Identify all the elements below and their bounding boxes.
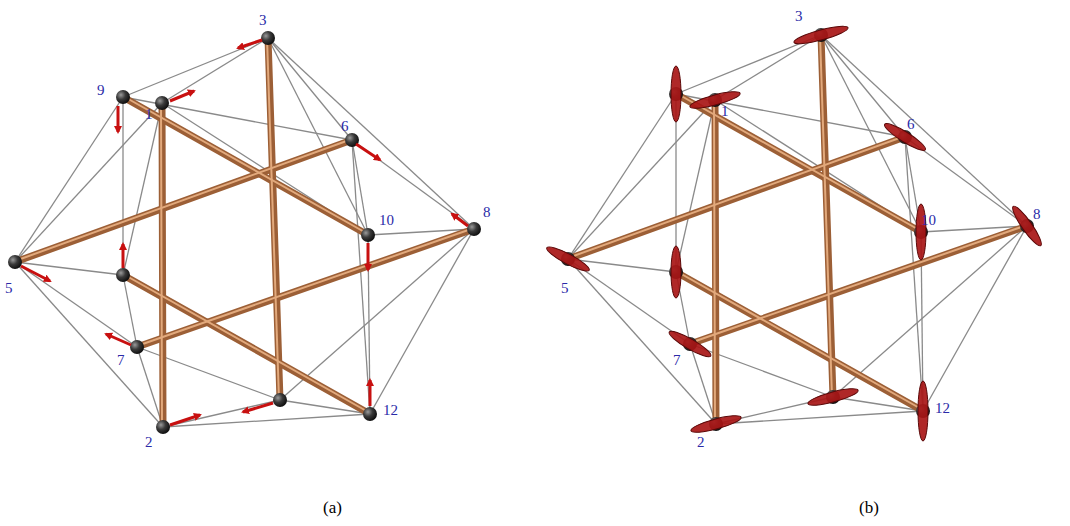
node-number: 6 — [340, 118, 350, 135]
node-number: 8 — [482, 204, 492, 221]
node-number: 9 — [96, 82, 106, 99]
node-number: 7 — [116, 352, 126, 369]
node-number: 6 — [906, 116, 916, 133]
panel-b-frame — [561, 28, 1034, 431]
node-number: 7 — [672, 352, 682, 369]
node-number: 1 — [144, 106, 154, 123]
node-number: 2 — [144, 434, 154, 451]
node-number: 3 — [258, 12, 268, 29]
node-number: 12 — [382, 402, 399, 419]
node-number: 10 — [920, 212, 937, 229]
node-number: 2 — [696, 434, 706, 451]
node-number: 1 — [720, 103, 730, 120]
node-number: 8 — [1032, 206, 1042, 223]
node-number: 5 — [4, 280, 14, 297]
panel-caption: (b) — [858, 498, 880, 517]
panel-a-frame — [8, 31, 481, 434]
mode-arrows — [21, 40, 468, 425]
node-number: 12 — [934, 400, 951, 417]
node-number: 10 — [378, 212, 395, 229]
panel-caption: (a) — [322, 498, 343, 517]
node-number: 5 — [560, 280, 570, 297]
mode-discs — [544, 23, 1044, 441]
node-number: 3 — [794, 8, 804, 25]
